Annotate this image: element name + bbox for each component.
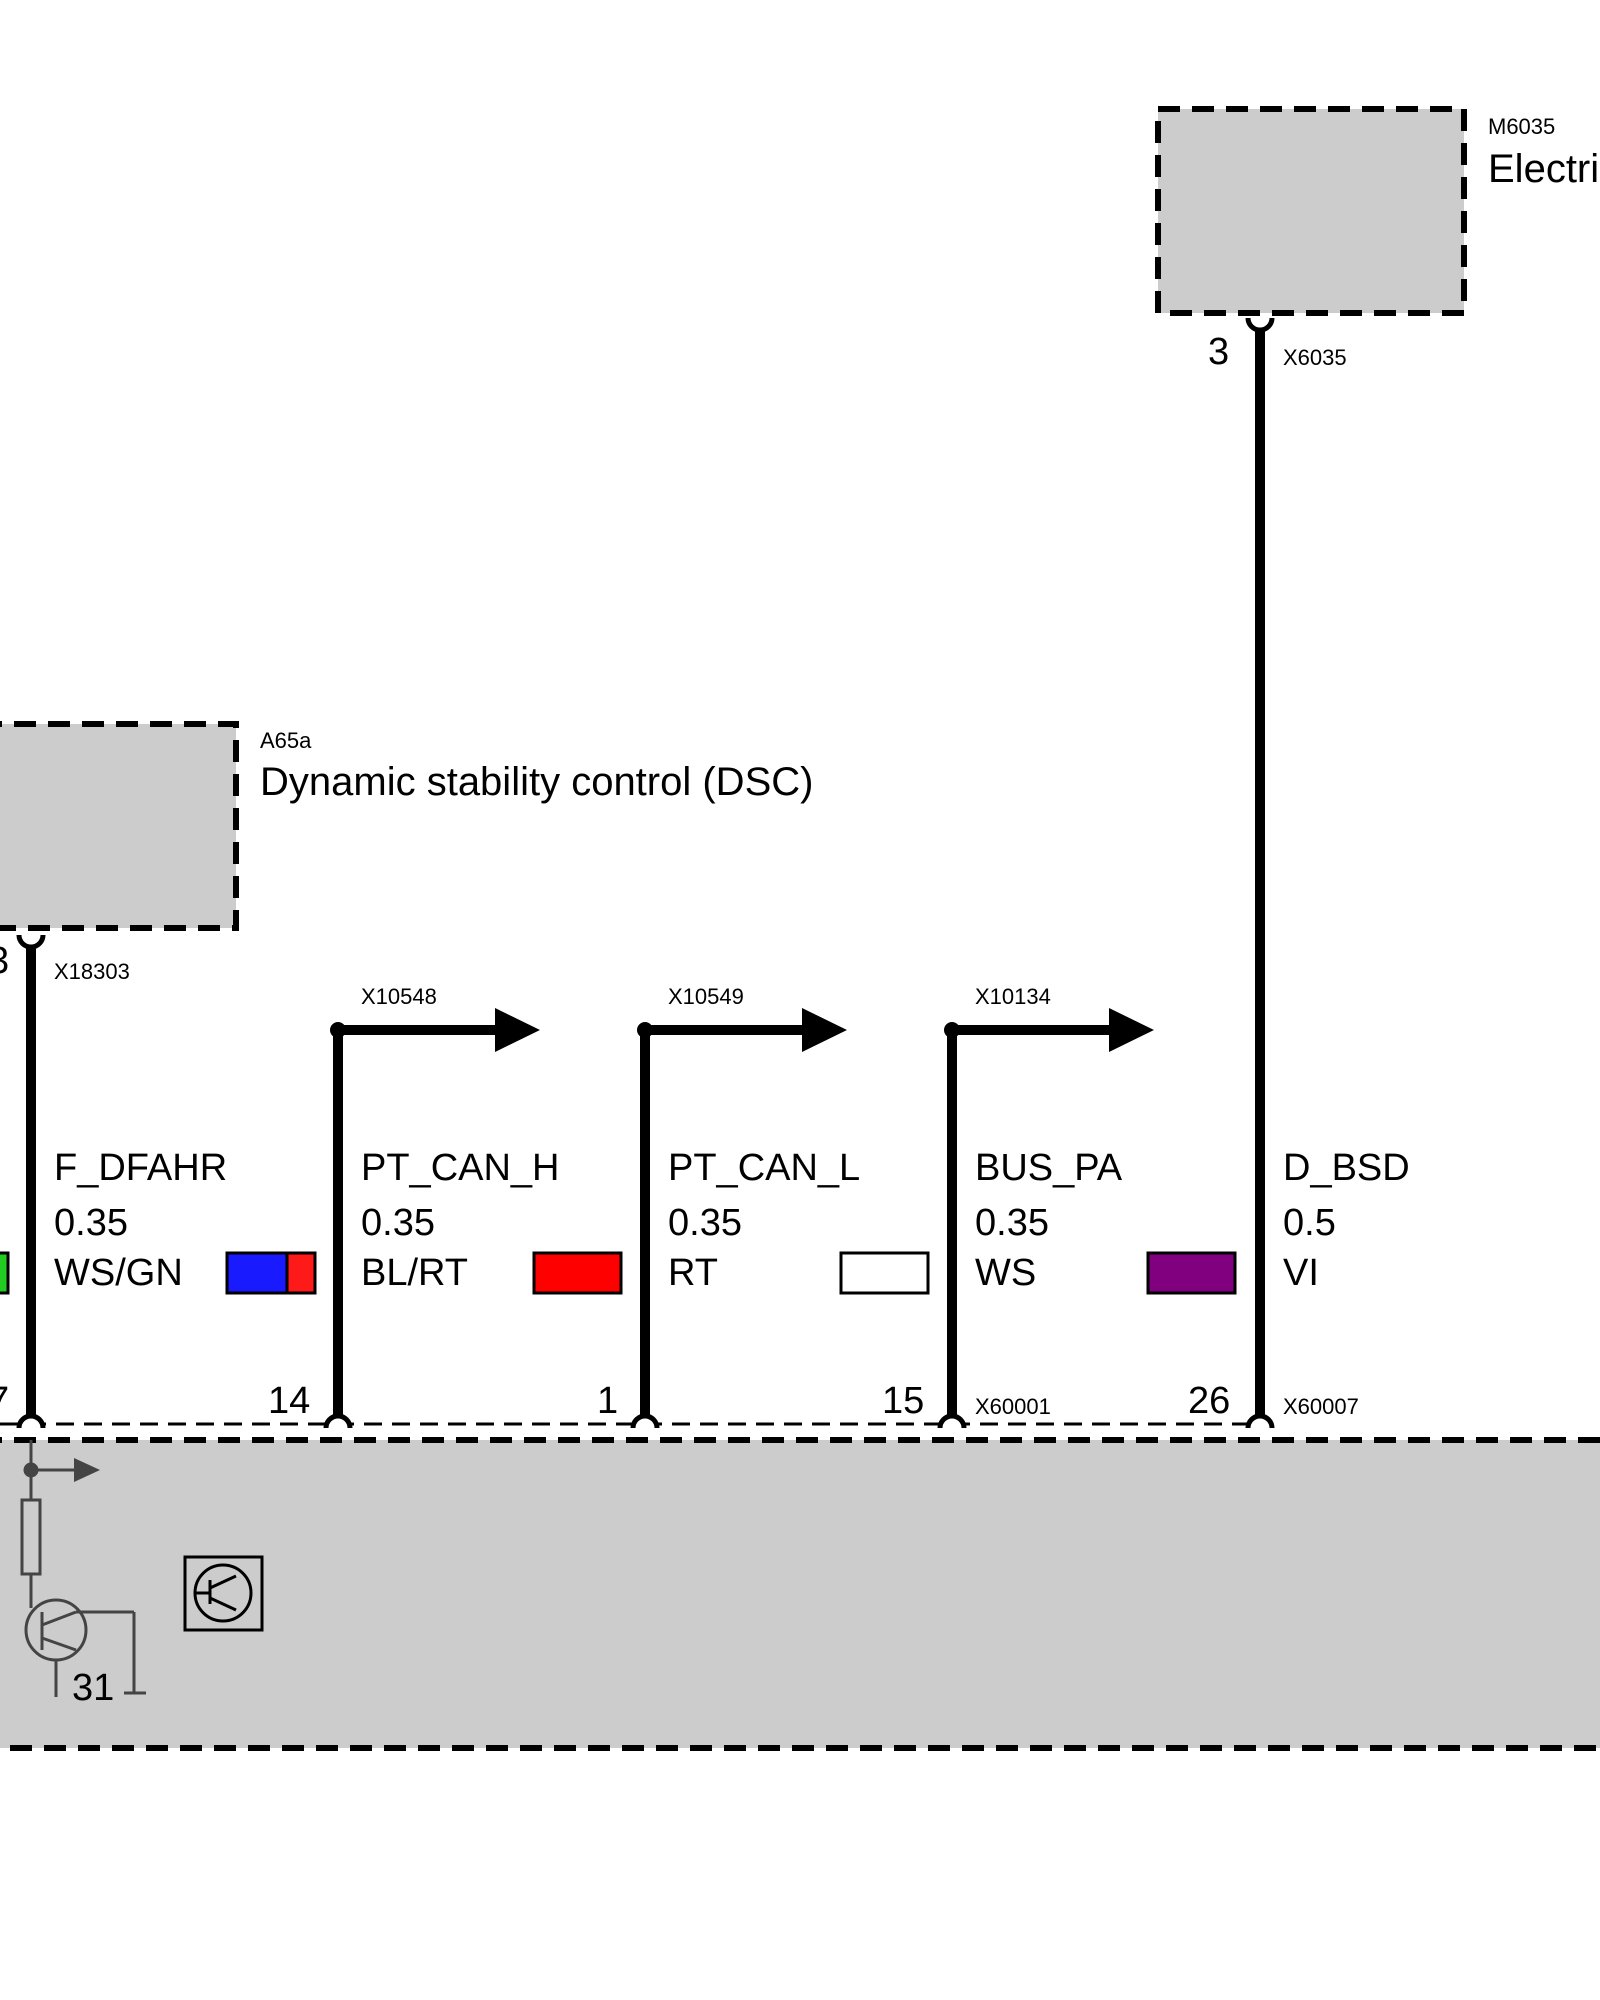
branch-bus-pa: X10134 [944, 984, 1154, 1425]
swatch-red-part [285, 1251, 317, 1295]
transistor-lead [41, 1610, 77, 1627]
arrow-head [1109, 1008, 1154, 1052]
pin-bottom-15 [937, 1413, 967, 1429]
swatch-red [532, 1251, 623, 1295]
pin-bottom-1 [630, 1413, 660, 1429]
signal-bus-pa: BUS_PA [975, 1147, 1123, 1189]
connector-x10548: X10548 [361, 984, 437, 1009]
transistor-icon-circle [193, 1563, 253, 1623]
connector-x10134: X10134 [975, 984, 1051, 1009]
swatch-green-partial [0, 1251, 10, 1295]
branch-pt-can-l: X10549 [637, 984, 847, 1425]
pin-number-3-top: 3 [1208, 331, 1229, 373]
arrow-head [802, 1008, 847, 1052]
signal-pt-can-l: PT_CAN_L [668, 1147, 860, 1189]
transistor-icon-line [209, 1574, 237, 1590]
connector-x10549: X10549 [668, 984, 744, 1009]
component-m6035-box[interactable] [1155, 106, 1467, 316]
gauge-f-dfahr: 0.35 [54, 1202, 128, 1244]
swatch-purple [1146, 1251, 1237, 1295]
connector-x60001: X60001 [975, 1394, 1051, 1419]
color-pt-can-l: RT [668, 1252, 718, 1294]
circuit-arrow-head [74, 1458, 100, 1482]
swatch-blue-red [225, 1251, 317, 1295]
component-dsc-id: A65a [260, 728, 312, 753]
swatch-white [839, 1251, 930, 1295]
component-m6035-title: Electric [1488, 147, 1600, 191]
connector-x18303: X18303 [54, 959, 130, 984]
signal-pt-can-h: PT_CAN_H [361, 1147, 560, 1189]
branch-pt-can-h: X10548 [330, 984, 540, 1425]
component-dsc-title: Dynamic stability control (DSC) [260, 760, 813, 804]
bottom-pin-14: 14 [268, 1380, 310, 1422]
bottom-pin-1: 1 [597, 1380, 618, 1422]
signal-d-bsd: D_BSD [1283, 1147, 1410, 1189]
arrow-head [495, 1008, 540, 1052]
transistor-icon-frame [183, 1555, 264, 1632]
transistor-lead [41, 1636, 77, 1652]
component-dsc-box[interactable] [0, 721, 239, 931]
gauge-bus-pa: 0.35 [975, 1202, 1049, 1244]
color-f-dfahr: WS/GN [54, 1252, 183, 1294]
component-m6035-id: M6035 [1488, 114, 1555, 139]
connector-x6035: X6035 [1283, 345, 1347, 370]
color-bus-pa: WS [975, 1252, 1036, 1294]
gauge-pt-can-l: 0.35 [668, 1202, 742, 1244]
internal-circuit [20, 1440, 146, 1697]
color-pt-can-h: BL/RT [361, 1252, 468, 1294]
pin-x18303 [16, 934, 46, 950]
color-d-bsd: VI [1283, 1252, 1319, 1294]
gauge-d-bsd: 0.5 [1283, 1202, 1336, 1244]
swatch-blue-part [225, 1251, 289, 1295]
connector-x60007: X60007 [1283, 1394, 1359, 1419]
component-bottom-box[interactable] [0, 1437, 1600, 1751]
bottom-pin-26: 26 [1188, 1380, 1230, 1422]
transistor-icon-line [209, 1596, 237, 1612]
pin-bottom-14 [323, 1413, 353, 1429]
dsc-left-pin: 3 [0, 940, 9, 982]
ground-label-31: 31 [72, 1667, 114, 1709]
signal-f-dfahr: F_DFAHR [54, 1147, 227, 1189]
transistor-icon [183, 1555, 264, 1632]
bottom-pin-15: 15 [882, 1380, 924, 1422]
pin-bottom-7 [16, 1413, 46, 1429]
pin-x6035 [1245, 317, 1275, 333]
gauge-pt-can-h: 0.35 [361, 1202, 435, 1244]
pin-bottom-26 [1245, 1413, 1275, 1429]
bottom-pin-7: 7 [0, 1380, 9, 1422]
